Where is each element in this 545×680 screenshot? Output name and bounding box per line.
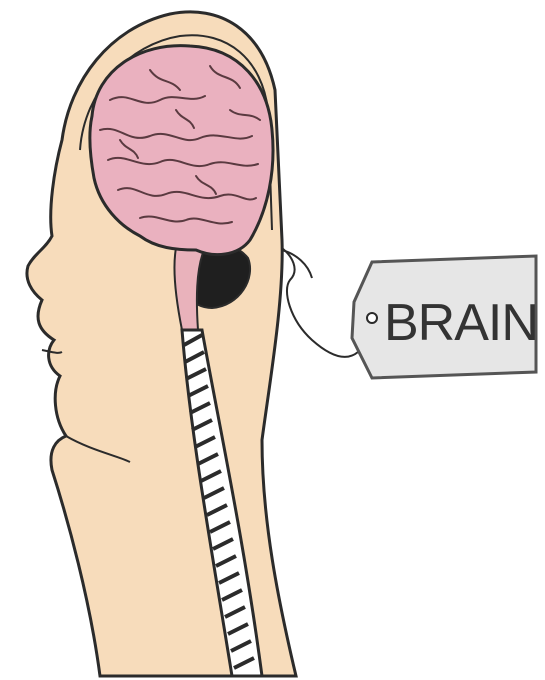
tag-string-loop <box>282 250 312 278</box>
tag-label: BRAIN <box>384 294 538 352</box>
tag-hole <box>367 313 377 323</box>
